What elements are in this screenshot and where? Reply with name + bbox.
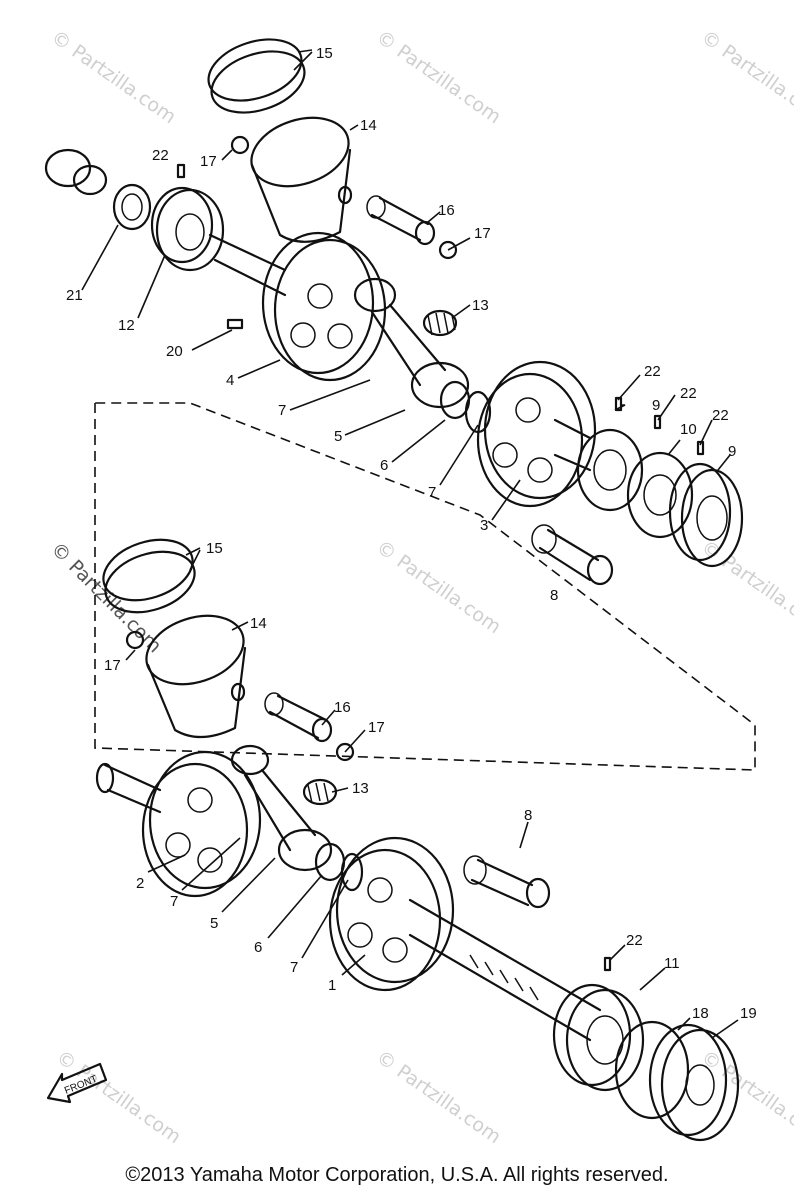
- watermark: © Partzilla.com: [697, 26, 794, 128]
- assembly-dashed-outline: [94, 402, 756, 771]
- callout-6: 6: [380, 457, 388, 474]
- callout-18: 18: [692, 1005, 709, 1022]
- watermark-layer: © Partzilla.com © Partzilla.com © Partzi…: [46, 26, 794, 1148]
- dowel-pin: [176, 163, 186, 179]
- callout-11: 11: [664, 955, 680, 972]
- dowel-pin: [603, 956, 612, 972]
- callout-22: 22: [644, 363, 661, 380]
- watermark: © Partzilla.com: [372, 536, 505, 638]
- callout-5: 5: [210, 915, 218, 932]
- callout-22: 22: [152, 147, 169, 164]
- callout-7: 7: [428, 484, 436, 501]
- callout-7: 7: [170, 893, 178, 910]
- callout-15: 15: [206, 540, 223, 557]
- oil-seal-19: [648, 1023, 740, 1142]
- watermark: © Partzilla.com: [697, 536, 794, 638]
- callout-1: 1: [328, 977, 336, 994]
- callout-14: 14: [250, 615, 267, 632]
- crank-web-3: [476, 360, 597, 508]
- callout-16: 16: [334, 699, 351, 716]
- callout-8: 8: [524, 807, 532, 824]
- callout-9: 9: [652, 397, 660, 414]
- callout-6: 6: [254, 939, 262, 956]
- callout-12: 12: [118, 317, 135, 334]
- callout-13: 13: [352, 780, 369, 797]
- connecting-rod-upper: [353, 277, 470, 409]
- copyright-notice: ©2013 Yamaha Motor Corporation, U.S.A. A…: [125, 1164, 669, 1186]
- woodruff-key: [226, 318, 244, 330]
- dowel-pin: [653, 414, 662, 430]
- callout-15: 15: [316, 45, 333, 62]
- dowel-pin: [614, 396, 623, 412]
- shaft-end-upper: [44, 148, 225, 272]
- dowel-pin: [696, 440, 705, 456]
- circlip: [230, 135, 250, 155]
- crank-web-1: [328, 836, 602, 1042]
- watermark: © Partzilla.com: [372, 1046, 505, 1148]
- crank-pin-8-upper: [531, 524, 614, 586]
- crank-web-2: [95, 750, 262, 898]
- callout-22: 22: [712, 407, 729, 424]
- callout-17: 17: [104, 657, 121, 674]
- circlip-18: [614, 1020, 690, 1120]
- callout-8: 8: [550, 587, 558, 604]
- circlip: [335, 742, 355, 762]
- watermark: © Partzilla.com: [47, 26, 180, 128]
- piston-rings-lower: [102, 538, 196, 614]
- callout-labels: 15 14 17 22 16 17 21 12 13 20 4 7 5 6 7 …: [66, 45, 757, 1022]
- watermark: © Partzilla.com: [52, 1046, 185, 1148]
- piston-lower: [145, 614, 247, 739]
- crank-pin-8-lower: [463, 855, 551, 909]
- small-end-bearing-lower: [302, 778, 338, 806]
- callout-14: 14: [360, 117, 377, 134]
- callout-21: 21: [66, 287, 83, 304]
- callout-17: 17: [368, 719, 385, 736]
- circlip: [125, 630, 145, 650]
- callout-17: 17: [200, 153, 217, 170]
- callout-19: 19: [740, 1005, 757, 1022]
- thrust-washer: [340, 852, 364, 892]
- leader-lines: [81, 49, 739, 1039]
- watermark: © Partzilla.com: [372, 26, 505, 128]
- callout-5: 5: [334, 428, 342, 445]
- main-bearings-upper: [576, 428, 744, 568]
- piston-pin-lower: [264, 692, 333, 743]
- callout-3: 3: [480, 517, 488, 534]
- callout-7: 7: [278, 402, 286, 419]
- piston-upper: [250, 116, 353, 243]
- piston-pin-upper: [366, 195, 436, 246]
- callout-13: 13: [472, 297, 489, 314]
- small-end-bearing-upper: [422, 309, 458, 337]
- callout-10: 10: [680, 421, 697, 438]
- callout-22: 22: [626, 932, 643, 949]
- main-bearing-11: [552, 983, 645, 1092]
- crank-web-4: [208, 231, 387, 382]
- callout-22: 22: [680, 385, 697, 402]
- circlip: [438, 240, 458, 260]
- connecting-rod-lower: [230, 744, 333, 872]
- callout-7: 7: [290, 959, 298, 976]
- crank-pin: [439, 380, 471, 420]
- callout-17: 17: [474, 225, 491, 242]
- callout-16: 16: [438, 202, 455, 219]
- callout-2: 2: [136, 875, 144, 892]
- callout-20: 20: [166, 343, 183, 360]
- piston-rings-upper: [207, 38, 306, 114]
- callout-4: 4: [226, 372, 234, 389]
- callout-9: 9: [728, 443, 736, 460]
